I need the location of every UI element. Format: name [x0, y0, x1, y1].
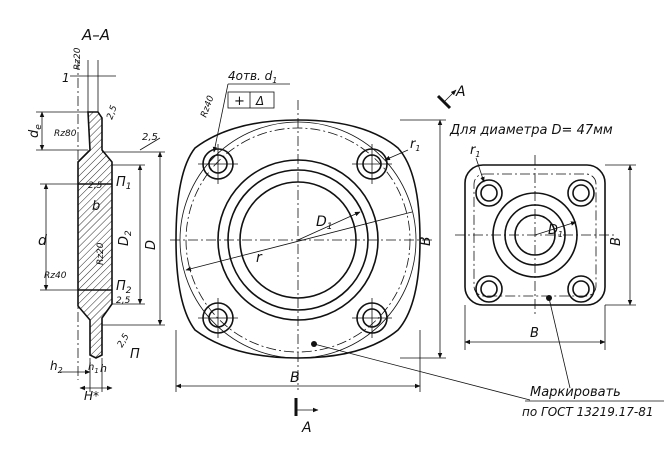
- flange-r-arrow: [185, 211, 413, 271]
- label-p: П: [130, 347, 140, 362]
- marking-note: Маркировать по ГОСТ 13219.17-81: [522, 385, 664, 419]
- flange-r1: r1: [410, 137, 420, 153]
- marking-line1: Маркировать: [530, 385, 621, 400]
- label-de: de: [27, 124, 44, 138]
- section-view: А–А D2 D d de 1 Rz20 Rz: [27, 26, 165, 403]
- section-title: А–А: [81, 26, 110, 44]
- flange-outer-contour: [175, 119, 421, 359]
- section-profile: [77, 111, 113, 359]
- label-h2: h2: [50, 359, 63, 375]
- label-r25-top: 2,5: [105, 104, 119, 121]
- bolt-hole-tr: [352, 144, 392, 184]
- bolt-hole-tl: [198, 144, 238, 184]
- tolerance-symbol-position: +: [234, 94, 245, 109]
- leader-r25-topright: [139, 137, 161, 151]
- flange-D1: D1: [316, 214, 333, 232]
- marking-leader-main: [313, 343, 531, 401]
- holes-label: 4отв. d1: [228, 69, 277, 85]
- small-r1: r1: [470, 143, 480, 159]
- label-d: d: [38, 233, 47, 249]
- label-d2: D2: [117, 230, 134, 246]
- small-d1-arrow: [534, 221, 577, 236]
- label-rz40: Rz40: [44, 271, 67, 281]
- small-B-bottom: B: [530, 326, 539, 341]
- label-one: 1: [62, 71, 70, 85]
- marking-leader-small: [548, 297, 571, 389]
- label-r25-topright: 2,5: [142, 132, 158, 143]
- holes-leader: [212, 83, 229, 153]
- label-b: b: [92, 199, 100, 214]
- label-p2: П2: [116, 279, 132, 296]
- section-mark-top-arrow: [443, 89, 457, 103]
- tolerance-frame: [227, 91, 275, 109]
- label-D: D: [144, 240, 159, 250]
- flange-B-right: B: [418, 236, 434, 246]
- flange-B-bottom: B: [290, 370, 300, 386]
- tolerance-symbol-delta: Δ: [255, 94, 264, 108]
- marking-line2: по ГОСТ 13219.17-81: [522, 405, 654, 419]
- small-hole-tl: [475, 179, 503, 207]
- small-r1-leader: [475, 157, 485, 183]
- label-rz80: Rz80: [54, 129, 77, 139]
- small-hole-br: [567, 275, 595, 303]
- small-B-right: B: [609, 237, 624, 246]
- small-D1: D1: [548, 223, 563, 239]
- section-mark-top: A: [455, 84, 466, 100]
- flange-d1-arrow: [297, 211, 361, 241]
- label-h: h: [100, 362, 107, 375]
- small-flange-caption: Для диаметра D= 47мм: [449, 123, 613, 138]
- small-flange-view: Для диаметра D= 47мм r1 D1 B B: [449, 123, 636, 389]
- small-hole-tr: [567, 179, 595, 207]
- label-r25-a: 2,5: [88, 181, 103, 191]
- flange-r1-leader: [384, 149, 409, 161]
- label-h1: h1: [88, 362, 99, 375]
- bolt-hole-bl: [198, 298, 238, 338]
- small-hole-bl: [475, 275, 503, 303]
- label-r25-c: 2,5: [116, 296, 131, 306]
- label-rz20: Rz20: [73, 47, 83, 70]
- bolt-hole-br: [352, 298, 392, 338]
- label-H: H*: [84, 389, 99, 403]
- section-mark-bottom: A: [301, 420, 312, 436]
- label-p1: П1: [116, 175, 132, 192]
- flange-r: r: [256, 250, 263, 266]
- flange-rz40: Rz40: [199, 94, 216, 119]
- label-rz20b: Rz20: [96, 242, 106, 265]
